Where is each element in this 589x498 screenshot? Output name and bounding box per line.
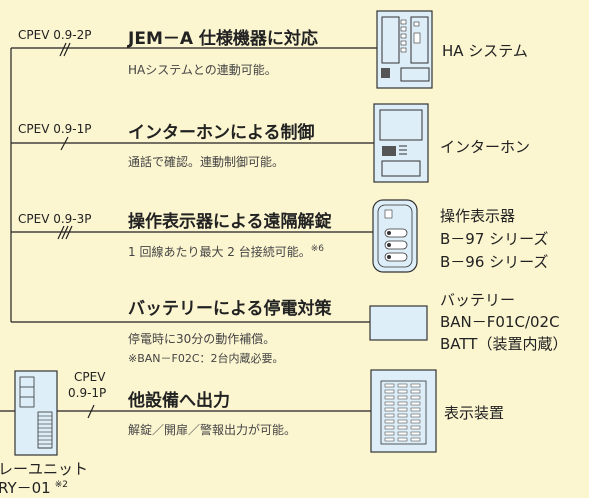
- wire-tick: [65, 225, 73, 240]
- device-label-batt: BATT（装置内蔵）: [440, 335, 568, 353]
- indicator-lamp: [397, 395, 408, 400]
- wire-tick: [60, 136, 69, 151]
- indicator-lamp: [397, 413, 408, 418]
- indicator-lamp: [397, 407, 408, 412]
- indicator-lamp: [410, 389, 421, 394]
- indicator-lamp: [397, 419, 408, 424]
- indicator-lamp: [410, 407, 421, 412]
- row-operator-display-connection: [11, 225, 373, 240]
- ha-system-device-icon: [376, 10, 433, 89]
- indicator-lamp: [384, 437, 395, 442]
- battery-device-icon: [369, 305, 428, 341]
- indicator-lamp: [384, 401, 395, 406]
- indicator-lamp: [384, 383, 395, 388]
- footnote-6: ※6: [310, 244, 324, 254]
- indicator-lamp: [397, 437, 408, 442]
- relay-unit-label: レーユニット: [0, 460, 89, 478]
- feature-desc-output: 解錠／開扉／警報出力が可能。: [128, 423, 297, 437]
- relay-unit-icon: [14, 370, 58, 456]
- device-label-ha-system: HA システム: [442, 42, 528, 60]
- display-device-icon: [370, 369, 437, 453]
- relay-unit-model-text: RY－01: [0, 479, 51, 497]
- feature-note-battery: ※BAN－F02C：2台内蔵必要。: [128, 352, 284, 365]
- wire-tick: [63, 42, 71, 57]
- wire-tick: [57, 225, 65, 240]
- cable-spec-row5-line2: 0.9-1P: [68, 386, 107, 400]
- device-label-display-unit: 表示装置: [444, 404, 505, 422]
- indicator-lamp: [410, 401, 421, 406]
- wire-tick: [59, 42, 67, 57]
- indicator-lamp: [397, 425, 408, 430]
- indicator-lamp: [397, 383, 408, 388]
- feature-desc-intercom: 通話で確認。連動制御可能。: [128, 155, 285, 169]
- feature-title-remote-unlock: 操作表示器による遠隔解錠: [128, 212, 332, 232]
- indicator-lamp: [397, 401, 408, 406]
- indicator-lamp: [410, 413, 421, 418]
- cable-spec-row5-line1: CPEV: [74, 370, 106, 384]
- indicator-lamp: [384, 389, 395, 394]
- wire-tick: [87, 404, 95, 419]
- cable-spec-row1: CPEV 0.9-2P: [18, 28, 92, 42]
- device-label-ban-f01c: BAN－F01C/02C: [440, 313, 560, 331]
- device-label-intercom: インターホン: [440, 138, 531, 156]
- feature-desc-battery: 停電時に30分の動作補償。: [128, 332, 276, 346]
- indicator-lamp: [410, 437, 421, 442]
- feature-title-battery: バッテリーによる停電対策: [128, 299, 332, 319]
- indicator-lamp: [397, 389, 408, 394]
- indicator-lamp: [410, 431, 421, 436]
- indicator-lamp: [384, 395, 395, 400]
- feature-desc-remote-unlock: 1 回線あたり最大 2 台接続可能。※6: [128, 243, 324, 260]
- cable-spec-row2: CPEV 0.9-1P: [18, 122, 92, 136]
- feature-desc-ha: HAシステムとの連動可能。: [128, 63, 277, 77]
- indicator-lamp: [384, 413, 395, 418]
- device-label-b97: B－97 シリーズ: [440, 230, 549, 248]
- feature-desc-remote-unlock-text: 1 回線あたり最大 2 台接続可能。: [128, 245, 311, 259]
- relay-unit-model: RY－01※2: [0, 477, 68, 498]
- wire-tick: [61, 225, 69, 240]
- indicator-lamp: [384, 425, 395, 430]
- indicator-lamp: [384, 419, 395, 424]
- indicator-lamp: [410, 419, 421, 424]
- indicator-lamp: [410, 425, 421, 430]
- indicator-lamp: [397, 431, 408, 436]
- feature-title-ha: JEM－A 仕様機器に対応: [128, 29, 318, 49]
- cable-spec-row3: CPEV 0.9-3P: [18, 212, 92, 226]
- intercom-device-icon: [373, 103, 429, 183]
- row-output-connection: [0, 404, 371, 419]
- feature-title-output: 他設備へ出力: [128, 391, 230, 411]
- indicator-lamp: [384, 407, 395, 412]
- device-label-operator-display: 操作表示器: [440, 207, 516, 225]
- device-label-battery: バッテリー: [440, 291, 516, 309]
- device-label-b96: B－96 シリーズ: [440, 253, 549, 271]
- operator-display-device-icon: [372, 199, 418, 273]
- indicator-lamp: [410, 395, 421, 400]
- indicator-lamp: [384, 431, 395, 436]
- footnote-2: ※2: [54, 480, 68, 490]
- indicator-lamp: [410, 383, 421, 388]
- feature-title-intercom: インターホンによる制御: [128, 123, 315, 143]
- row-ha-connection: [11, 42, 377, 57]
- row-intercom-connection: [11, 136, 374, 151]
